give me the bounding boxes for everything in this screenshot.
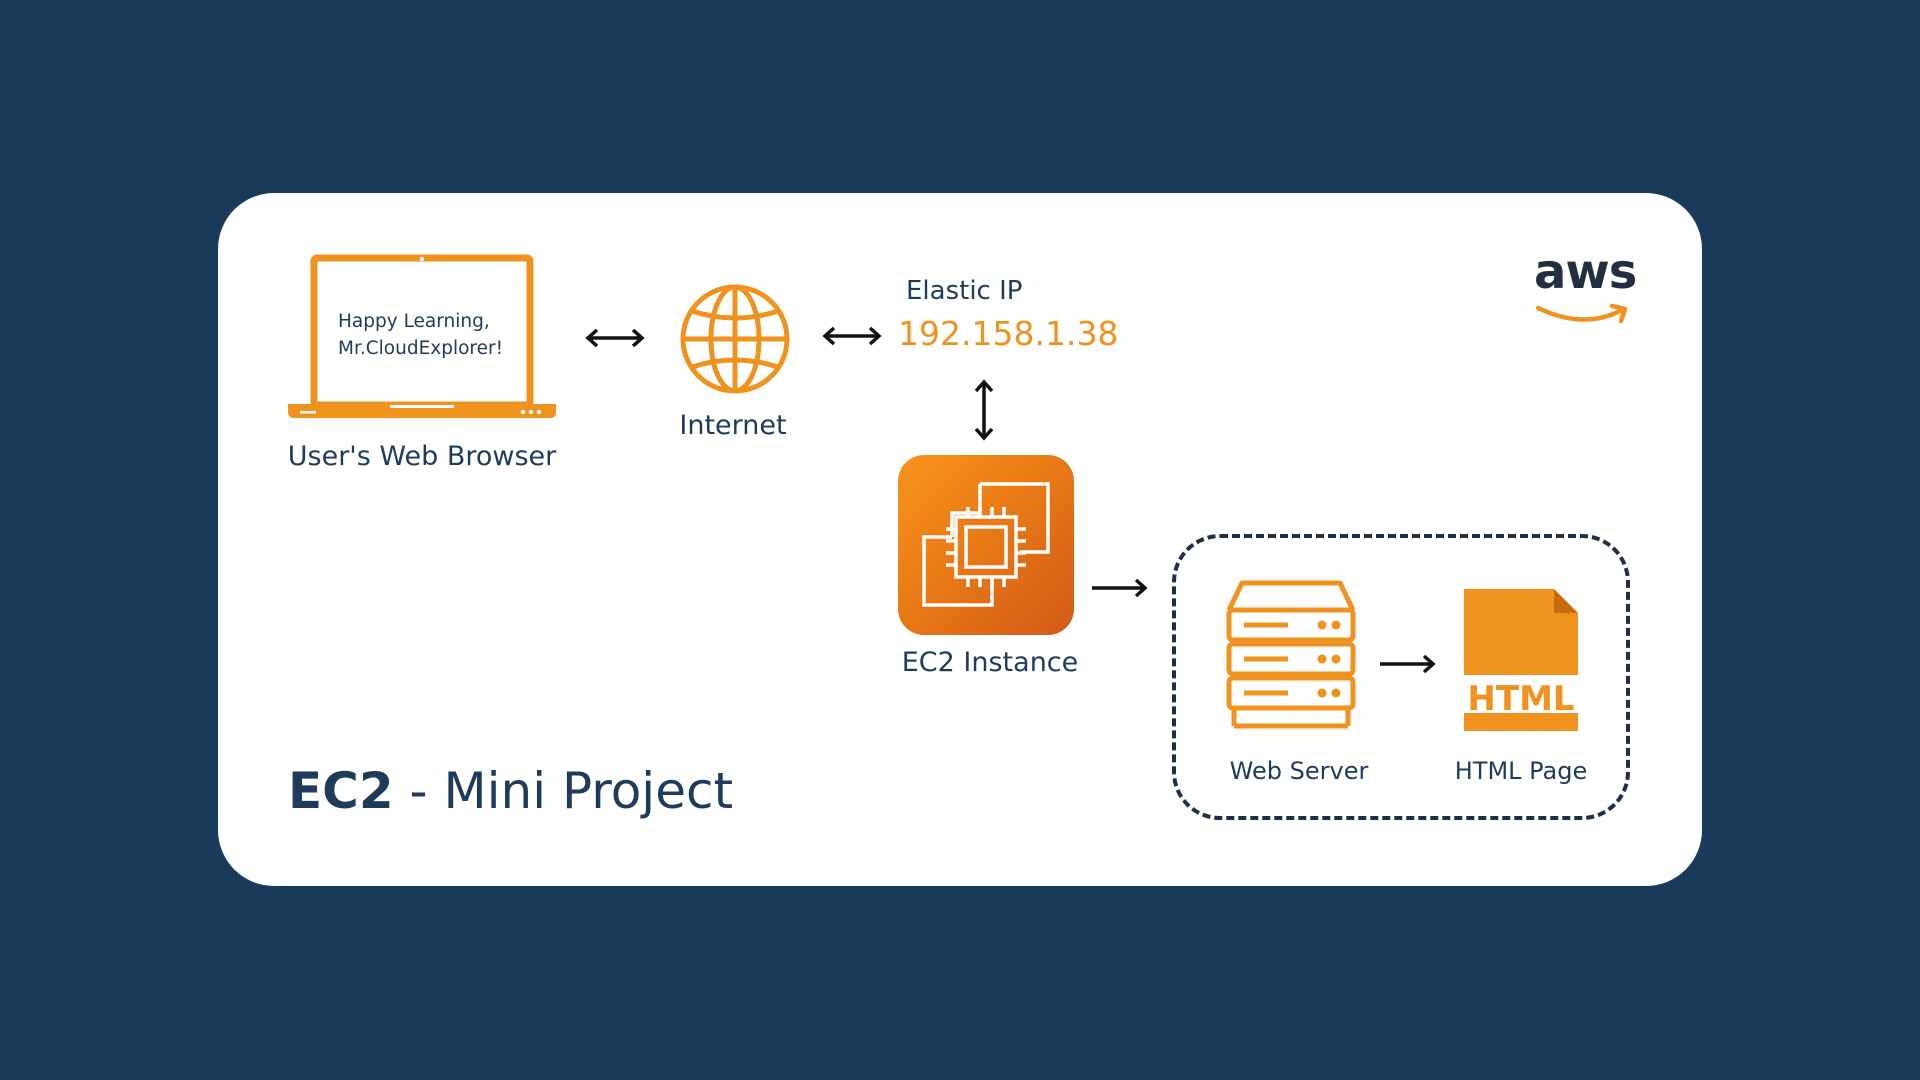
aws-logo-text: aws <box>1534 244 1637 300</box>
project-title-bold: EC2 <box>288 762 394 820</box>
elastic-ip-label: Elastic IP <box>906 276 1023 306</box>
globe-icon <box>680 284 790 394</box>
ec2-instance-icon <box>898 455 1074 635</box>
project-title-rest: - Mini Project <box>393 762 734 820</box>
browser-screen-line1: Happy Learning, <box>338 311 490 332</box>
project-title: EC2 - Mini Project <box>288 762 733 820</box>
ec2-instance-label: EC2 Instance <box>901 647 1079 678</box>
right-arrow-icon <box>1092 578 1148 598</box>
internet-label: Internet <box>679 410 787 441</box>
laptop-icon <box>288 254 556 418</box>
html-page-label: HTML Page <box>1454 757 1588 785</box>
browser-screen-line2: Mr.CloudExplorer! <box>338 338 504 359</box>
web-server-group-box <box>1172 534 1630 820</box>
bidirectional-arrow-icon <box>822 326 882 346</box>
browser-screen-text: Happy Learning, Mr.CloudExplorer! <box>338 308 503 362</box>
html-file-text: HTML <box>1467 679 1575 719</box>
right-arrow-icon <box>1380 654 1436 674</box>
html-file-icon <box>1464 589 1578 731</box>
elastic-ip-address: 192.158.1.38 <box>898 314 1119 353</box>
vertical-bidirectional-arrow-icon <box>974 379 994 441</box>
cpu-chip-icon <box>922 482 1050 607</box>
server-icon <box>1226 580 1356 729</box>
bidirectional-arrow-icon <box>585 328 645 348</box>
web-server-label: Web Server <box>1229 757 1369 785</box>
aws-smile-icon <box>1535 303 1628 324</box>
browser-label: User's Web Browser <box>287 441 557 472</box>
